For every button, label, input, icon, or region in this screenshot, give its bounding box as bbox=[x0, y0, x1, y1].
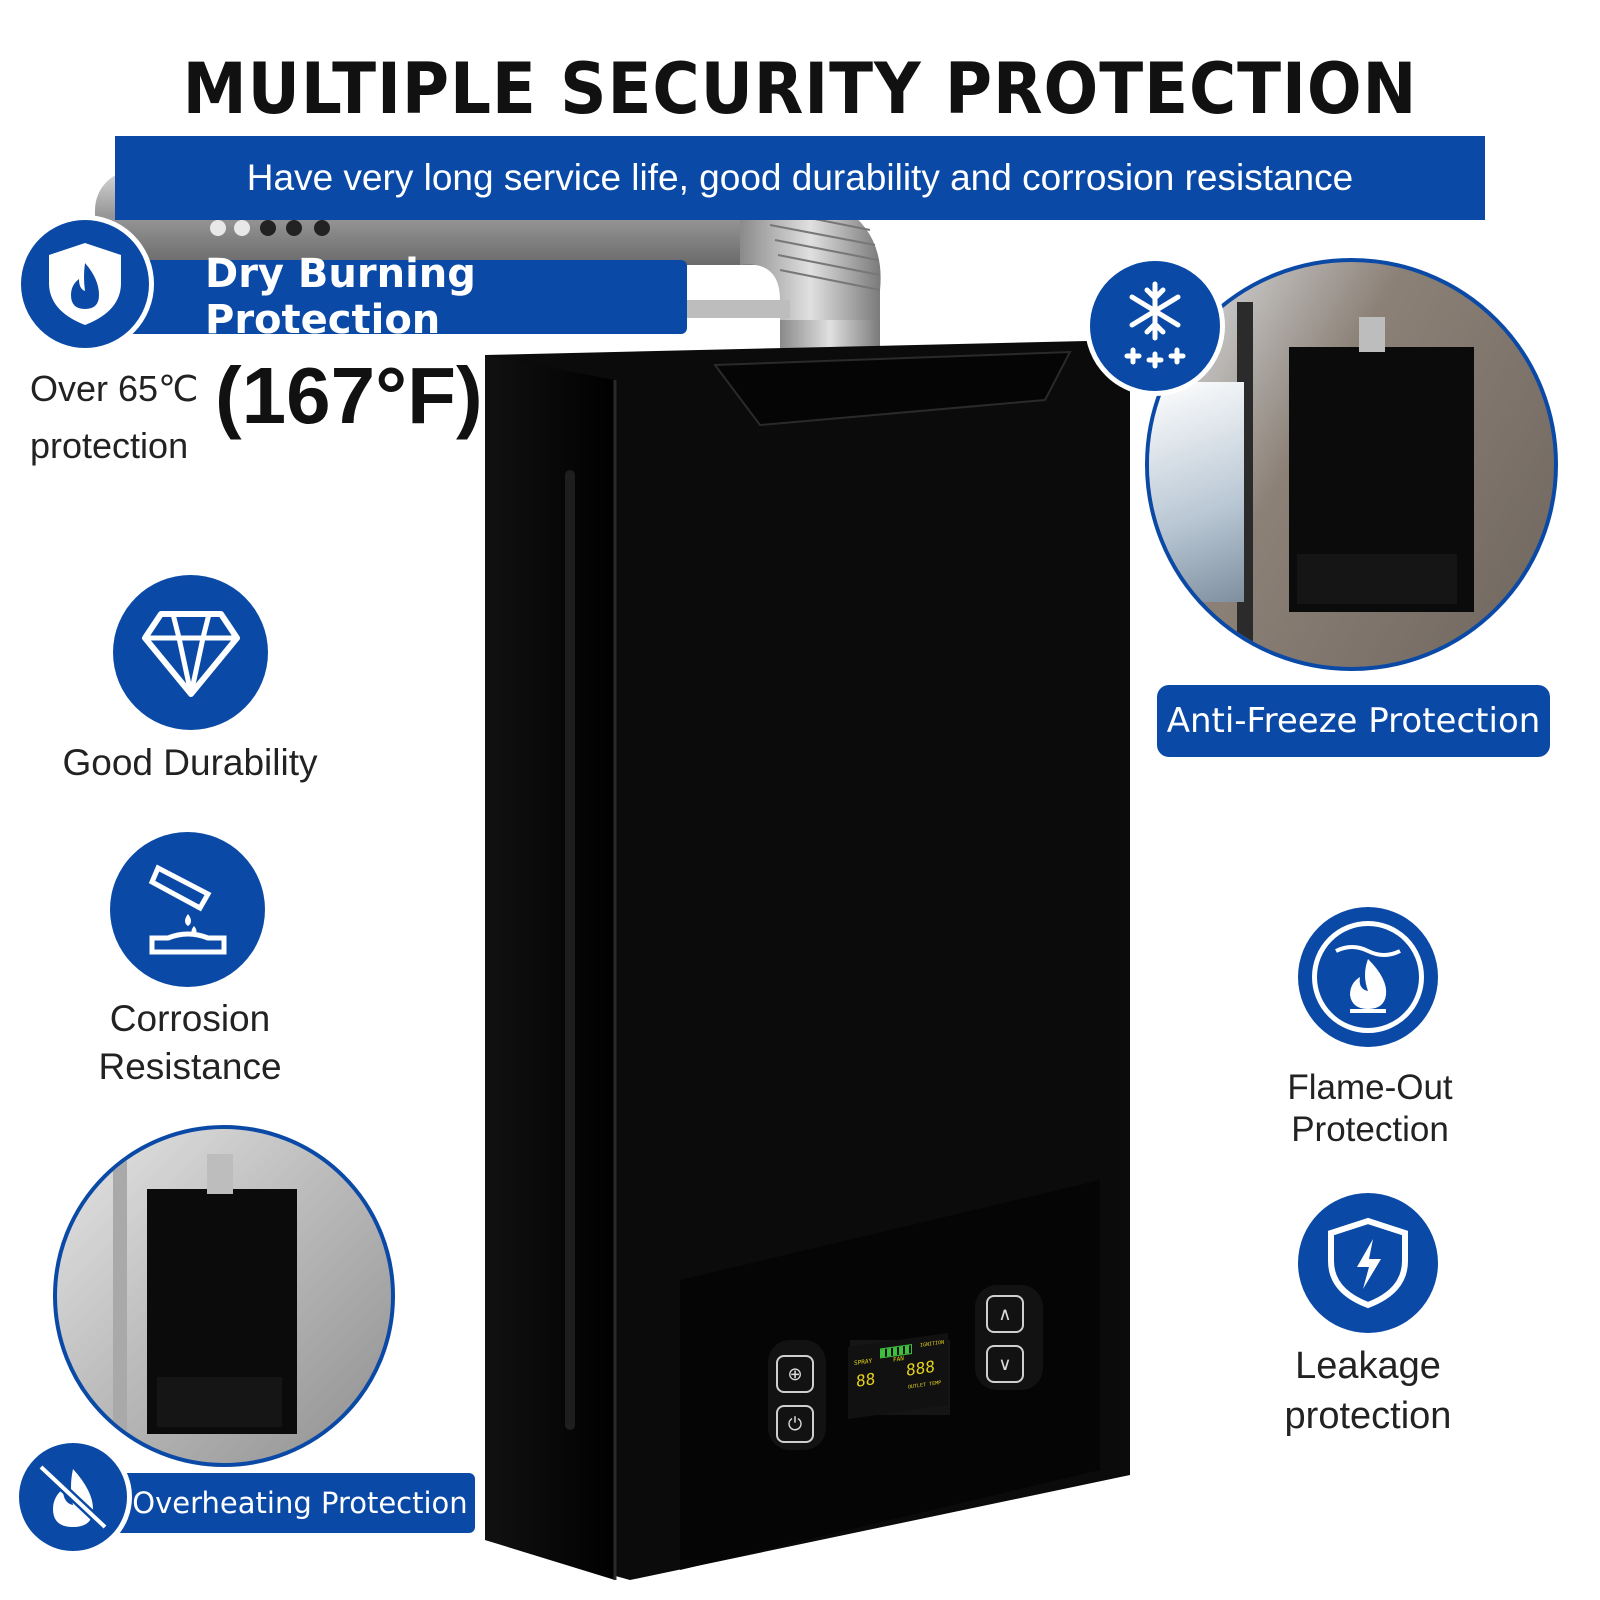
flame-out-label-line1: Flame-Out bbox=[1287, 1068, 1453, 1107]
mode-button[interactable]: ⊕ bbox=[776, 1355, 814, 1393]
anti-freeze-badge bbox=[1085, 256, 1225, 396]
power-button[interactable]: ⏻ bbox=[776, 1405, 814, 1443]
leakage-badge bbox=[1298, 1193, 1438, 1333]
snowflake-icon bbox=[1124, 281, 1186, 369]
dry-burning-pill: Dry Burning Protection bbox=[95, 251, 687, 343]
page-title: MULTIPLE SECURITY PROTECTION bbox=[182, 48, 1418, 130]
mini-heater-pipe bbox=[207, 1154, 233, 1194]
lcd-outlet-label: OUTLET TEMP bbox=[908, 1379, 942, 1391]
lcd-left-digits: 88 bbox=[856, 1369, 876, 1391]
shield-flame-icon bbox=[49, 243, 121, 325]
dry-burning-label: Dry Burning Protection bbox=[205, 251, 476, 343]
temp-up-button[interactable]: ∧ bbox=[986, 1295, 1024, 1333]
durability-badge bbox=[113, 575, 268, 730]
mode-icon: ⊕ bbox=[787, 1363, 803, 1385]
dry-burning-detail-line1: Over 65℃ bbox=[30, 368, 199, 409]
overheating-photo bbox=[53, 1125, 395, 1467]
dry-burning-temp: (167°F) bbox=[215, 351, 483, 440]
corrosion-badge bbox=[110, 832, 265, 987]
flame-out-label-line2: Protection bbox=[1291, 1110, 1449, 1149]
chevron-down-icon: ∨ bbox=[998, 1353, 1012, 1375]
corrosion-label-line2: Resistance bbox=[98, 1046, 282, 1087]
shield-lightning-icon bbox=[1328, 1217, 1408, 1309]
test-tube-icon bbox=[148, 864, 226, 954]
wall-edge bbox=[113, 1149, 127, 1463]
anti-freeze-pill: Anti-Freeze Protection bbox=[1157, 685, 1550, 757]
flame-icon bbox=[1335, 945, 1401, 1013]
temp-down-button[interactable]: ∨ bbox=[986, 1345, 1024, 1383]
lcd-right-digits: 888 bbox=[906, 1356, 935, 1380]
dry-burning-detail-line2: protection bbox=[30, 425, 189, 466]
power-icon: ⏻ bbox=[787, 1413, 803, 1435]
subtitle-text: Have very long service life, good durabi… bbox=[246, 157, 1354, 198]
leakage-label-line2: protection bbox=[1284, 1395, 1452, 1437]
lcd-display: SPRAY FAN IGNITION 88 888 OUTLET TEMP bbox=[848, 1332, 948, 1420]
overheating-badge bbox=[14, 1438, 132, 1556]
flame-out-badge bbox=[1298, 907, 1438, 1047]
water-heater-image bbox=[485, 340, 1130, 1580]
durability-label: Good Durability bbox=[62, 742, 318, 783]
dry-burning-badge bbox=[16, 215, 154, 353]
overheating-pill: Overheating Protection bbox=[95, 1473, 475, 1533]
snow-mountain bbox=[1149, 382, 1244, 602]
mini-heater-panel bbox=[157, 1377, 282, 1427]
overheating-label: Overheating Protection bbox=[132, 1486, 468, 1520]
mini-heater-2-panel bbox=[1297, 554, 1457, 604]
chevron-up-icon: ∧ bbox=[998, 1303, 1012, 1325]
mini-heater-2-pipe bbox=[1359, 317, 1385, 352]
no-flame-icon bbox=[37, 1463, 109, 1531]
subtitle-banner: Have very long service life, good durabi… bbox=[115, 136, 1485, 220]
leakage-label-line1: Leakage bbox=[1295, 1345, 1441, 1387]
lcd-spray-label: SPRAY bbox=[854, 1357, 873, 1368]
corrosion-label-line1: Corrosion bbox=[109, 998, 271, 1039]
lcd-ignition-label: IGNITION bbox=[920, 1339, 945, 1349]
diamond-icon bbox=[141, 610, 240, 697]
flame-out-ring bbox=[1312, 921, 1424, 1033]
anti-freeze-label: Anti-Freeze Protection bbox=[1166, 701, 1541, 741]
